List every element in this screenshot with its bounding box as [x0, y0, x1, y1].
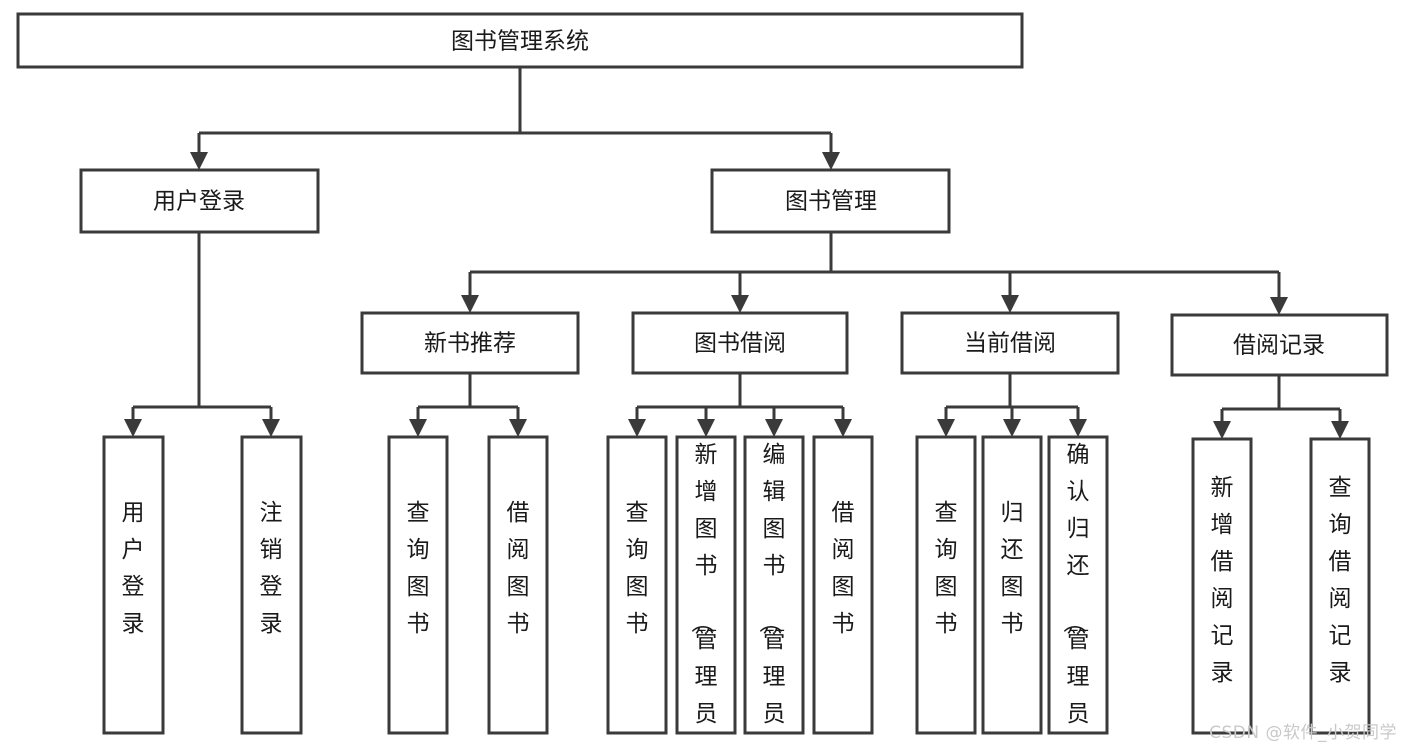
leaf-borrow-book-recommend-box: [487, 435, 549, 735]
leaf-edit-book-admin[interactable]: 编辑图书（管理员）: [743, 435, 805, 747]
borrow-record-label: 借阅记录: [1233, 333, 1325, 359]
leaf-logout[interactable]: 注销登录: [240, 435, 303, 735]
leaf-query-book-current-label: 查询图书: [935, 500, 958, 637]
book-management-label: 图书管理: [785, 189, 877, 215]
leaf-query-book-current[interactable]: 查询图书: [915, 435, 977, 735]
leaf-query-book-borrow[interactable]: 查询图书: [606, 435, 668, 735]
arrow-bookborrow-leaf-1: [628, 419, 646, 437]
connectors-layer: [124, 67, 1349, 439]
leaf-edit-book-admin-label: 编辑图书（管理员）: [757, 442, 786, 747]
root-box: [16, 12, 1024, 69]
book-management-box: [710, 168, 951, 234]
borrow-record-box: [1170, 313, 1389, 377]
arrow-borrowrecord-leaf-1: [1213, 421, 1231, 439]
leaf-user-login[interactable]: 用户登录: [102, 435, 165, 735]
arrow-currentborrow-leaf-3: [1069, 419, 1087, 437]
arrow-newbook-leaf-2: [509, 419, 527, 437]
arrow-borrowrecord-leaf-2: [1331, 421, 1349, 439]
leaf-query-book-current-box: [915, 435, 977, 735]
arrow-currentborrow-leaf-1: [937, 419, 955, 437]
leaf-logout-label: 注销登录: [260, 500, 283, 637]
leaf-query-book-borrow-box: [606, 435, 668, 735]
book-borrow-label: 图书借阅: [694, 331, 786, 357]
arrow-newbook-leaf-1: [409, 419, 427, 437]
leaf-borrow-book[interactable]: 借阅图书: [812, 435, 874, 735]
leaf-edit-book-admin-box: [743, 435, 805, 735]
current-borrow-box: [900, 311, 1120, 375]
leaf-logout-box: [240, 435, 303, 735]
arrow-bookborrow-leaf-2: [697, 419, 715, 437]
new-book-recommend-box: [360, 311, 580, 375]
book-borrow-box: [631, 311, 849, 375]
root-label: 图书管理系统: [451, 29, 589, 55]
leaf-query-book-borrow-label: 查询图书: [626, 500, 649, 637]
leaf-query-book-recommend-label: 查询图书: [407, 500, 430, 637]
arrow-to-book-manage: [822, 152, 840, 170]
leaf-add-book-admin-label: 新增图书（管理员）: [689, 442, 718, 747]
leaf-add-book-admin[interactable]: 新增图书（管理员）: [675, 435, 737, 747]
leaf-query-book-recommend[interactable]: 查询图书: [387, 435, 449, 735]
arrow-to-book-borrow: [731, 295, 749, 313]
user-login-label: 用户登录: [153, 189, 245, 215]
node-new-book-recommend[interactable]: 新书推荐: [360, 311, 580, 375]
leaf-return-book-box: [981, 435, 1043, 735]
node-book-borrow[interactable]: 图书借阅: [631, 311, 849, 375]
leaf-query-book-recommend-box: [387, 435, 449, 735]
leaf-query-borrow-record[interactable]: 查询借阅记录: [1309, 437, 1371, 735]
leaf-return-book-label: 归还图书: [1001, 500, 1024, 637]
leaf-borrow-book-recommend-label: 借阅图书: [507, 500, 530, 637]
leaf-borrow-book-box: [812, 435, 874, 735]
leaf-user-login-box: [102, 435, 165, 735]
new-book-recommend-label: 新书推荐: [424, 331, 516, 357]
leaf-add-borrow-record[interactable]: 新增借阅记录: [1191, 437, 1253, 735]
leaf-borrow-book-recommend[interactable]: 借阅图书: [487, 435, 549, 735]
node-borrow-record[interactable]: 借阅记录: [1170, 313, 1389, 377]
arrow-to-leaf-user-login: [124, 419, 142, 437]
current-borrow-label: 当前借阅: [964, 331, 1056, 357]
leaf-return-book[interactable]: 归还图书: [981, 435, 1043, 735]
leaf-borrow-book-label: 借阅图书: [832, 500, 855, 637]
node-book-management[interactable]: 图书管理: [710, 168, 951, 234]
arrow-bookborrow-leaf-4: [834, 419, 852, 437]
leaf-query-borrow-record-label: 查询借阅记录: [1329, 475, 1352, 686]
arrow-to-new-book: [461, 295, 479, 313]
node-root-system[interactable]: 图书管理系统: [16, 12, 1024, 69]
leaf-add-borrow-record-label: 新增借阅记录: [1211, 475, 1234, 686]
arrow-to-leaf-logout: [262, 419, 280, 437]
arrow-bookborrow-leaf-3: [765, 419, 783, 437]
user-login-box: [79, 168, 320, 234]
arrow-to-current-borrow: [1001, 295, 1019, 313]
leaf-confirm-return-admin[interactable]: 确认归还（管理员）: [1047, 435, 1109, 747]
leaf-query-borrow-record-box: [1309, 437, 1371, 735]
leaf-user-login-label: 用户登录: [122, 500, 145, 637]
leaf-confirm-return-admin-box: [1047, 435, 1109, 735]
arrow-currentborrow-leaf-2: [1003, 419, 1021, 437]
leaf-confirm-return-admin-label: 确认归还（管理员）: [1061, 442, 1090, 747]
leaf-add-borrow-record-box: [1191, 437, 1253, 735]
arrow-to-user-login: [190, 152, 208, 170]
node-user-login[interactable]: 用户登录: [79, 168, 320, 234]
leaf-add-book-admin-box: [675, 435, 737, 735]
arrow-to-borrow-record: [1270, 297, 1288, 315]
node-current-borrow[interactable]: 当前借阅: [900, 311, 1120, 375]
csdn-watermark: CSDN @软件_小贺同学: [1209, 723, 1397, 743]
